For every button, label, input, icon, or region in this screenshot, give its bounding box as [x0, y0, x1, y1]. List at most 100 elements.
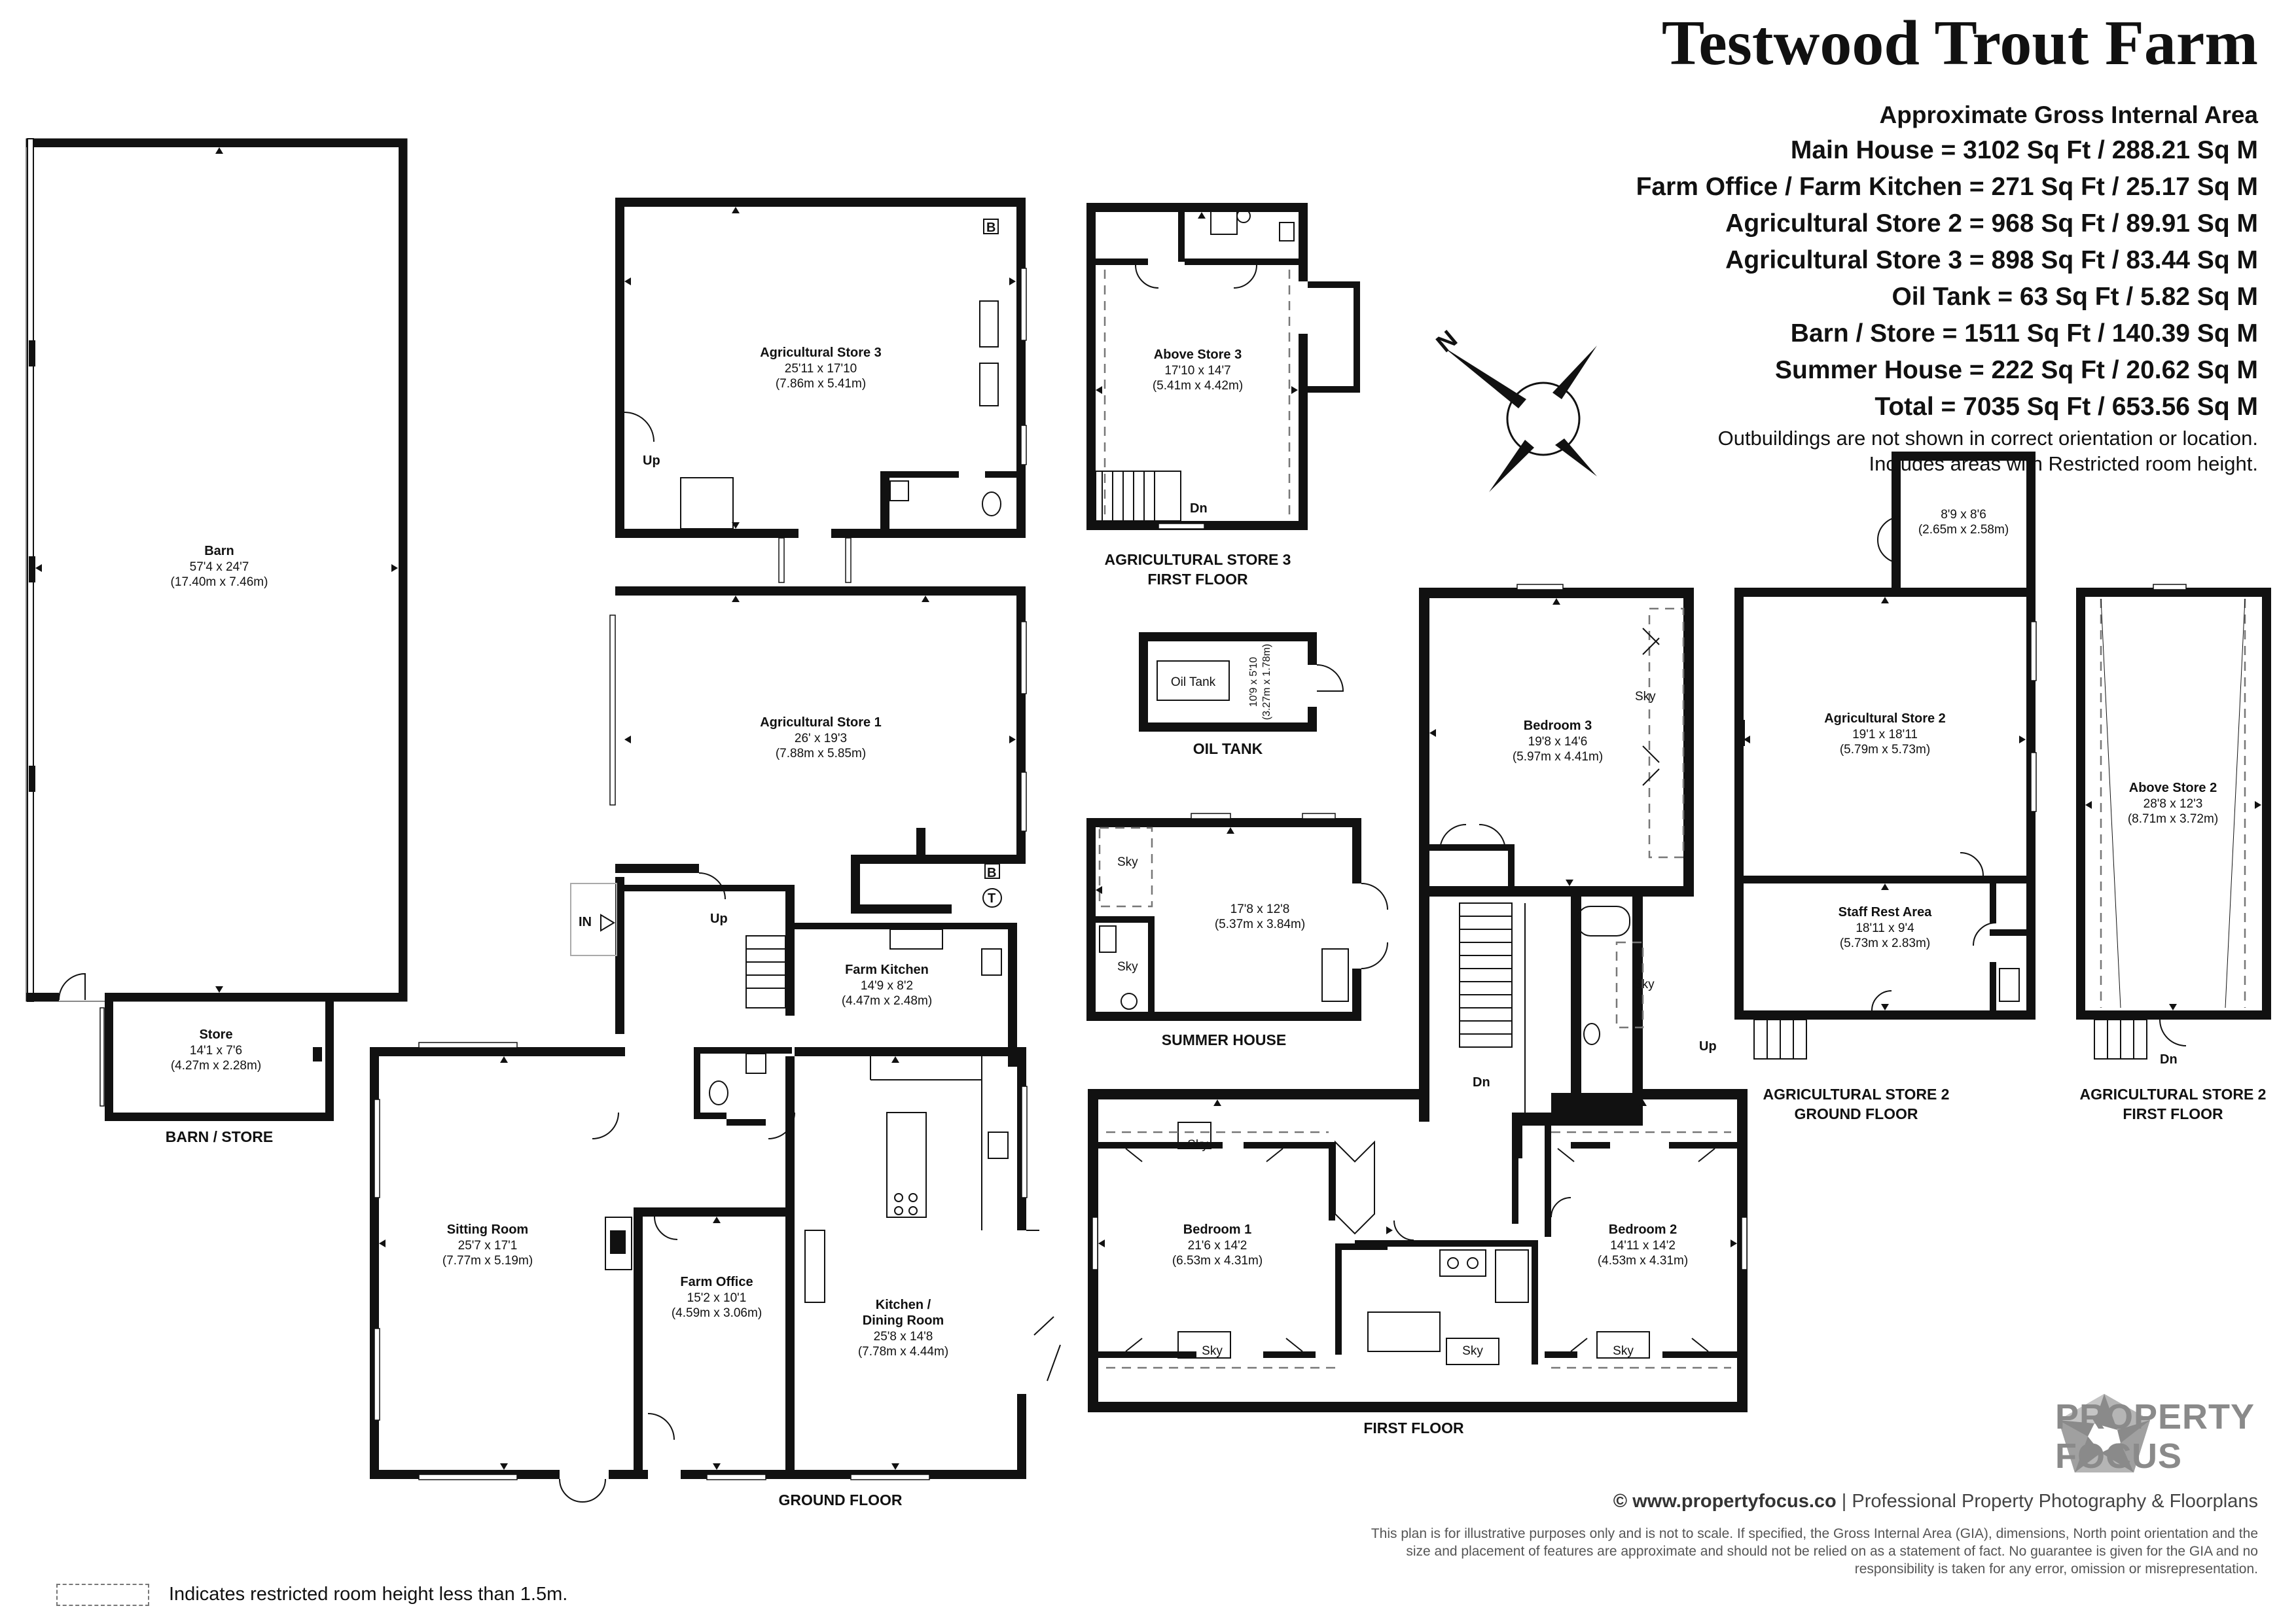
kitchen-dim-imperial: 25'8 x 14'8	[874, 1330, 933, 1344]
kitchen-name-line1: Kitchen /	[876, 1298, 931, 1312]
ag2-small-dim-metric: (2.65m x 2.58m)	[1918, 523, 2009, 537]
bed2-dim-metric: (4.53m x 4.31m)	[1598, 1254, 1688, 1268]
main-house-ground-floor: IN Up Farm Kitchen 14'9 x 8'2 (4.47m x 2…	[370, 872, 1061, 1508]
bed1-dim-imperial: 21'6 x 14'2	[1188, 1239, 1247, 1253]
brand-name: PROPERTY FOCUS	[2055, 1397, 2255, 1476]
ag2-up-marker: Up	[1699, 1039, 1717, 1054]
oil-tank-label: OIL TANK	[1193, 740, 1263, 757]
ag2-ground-label-1: AGRICULTURAL STORE 2	[1763, 1086, 1950, 1103]
staff-rest-dim-metric: (5.73m x 2.83m)	[1840, 936, 1930, 950]
above3-name: Above Store 3	[1154, 348, 1242, 362]
ag3-dim-metric: (7.86m x 5.41m)	[776, 377, 866, 391]
compass-icon: N	[1431, 325, 1597, 492]
entrance-in-marker: IN	[579, 915, 592, 929]
farm-office-name: Farm Office	[680, 1275, 753, 1289]
ag2-ground-label-2: GROUND FLOOR	[1794, 1105, 1918, 1122]
kitchen-name-line2: Dining Room	[863, 1313, 944, 1328]
barn-building: Barn 57'4 x 24'7 (17.40m x 7.46m) Store …	[26, 138, 408, 1145]
farm-office-dim-metric: (4.59m x 3.06m)	[672, 1306, 762, 1320]
bed3-skylight: Sky	[1635, 690, 1656, 704]
ag1-tank-marker: T	[988, 891, 996, 906]
staff-rest-name: Staff Rest Area	[1839, 905, 1933, 919]
bed1-skylight-bottom: Sky	[1202, 1344, 1223, 1358]
store-name: Store	[199, 1027, 232, 1042]
above3-dn-marker: Dn	[1190, 501, 1208, 516]
ag1-boiler-marker: B	[987, 866, 996, 880]
farm-kitchen-name: Farm Kitchen	[845, 963, 929, 977]
ag-store-2: 8'9 x 8'6 (2.65m x 2.58m) Up Agricultura…	[1699, 452, 2037, 1122]
above-store-3: Dn Above Store 3 17'10 x 14'7 (5.41m x 4…	[1086, 203, 1360, 588]
area-barn-store: Barn / Store = 1511 Sq Ft / 140.39 Sq M	[1790, 319, 2258, 348]
barn-name: Barn	[204, 544, 234, 558]
ag2-name: Agricultural Store 2	[1824, 711, 1946, 726]
note-restricted: Includes areas with Restricted room heig…	[1869, 452, 2258, 475]
property-focus-logo-icon	[2058, 1394, 2150, 1472]
store-dim-metric: (4.27m x 2.28m)	[171, 1059, 261, 1073]
barn-store-label: BARN / STORE	[166, 1128, 273, 1145]
area-heading: Approximate Gross Internal Area	[1879, 101, 2258, 128]
ag1-dim-imperial: 26' x 19'3	[795, 732, 847, 745]
area-summer-house: Summer House = 222 Sq Ft / 20.62 Sq M	[1774, 356, 2258, 384]
note-orientation: Outbuildings are not shown in correct or…	[1717, 427, 2258, 450]
oil-tank-name: Oil Tank	[1171, 675, 1216, 689]
ag2-first-label-1: AGRICULTURAL STORE 2	[2080, 1086, 2267, 1103]
ag-store-3: Up B Agricultural Store 3 25'11 x 17'10 …	[615, 198, 1027, 583]
area-ag-store-3: Agricultural Store 3 = 898 Sq Ft / 83.44…	[1725, 246, 2258, 274]
bed1-skylight-top: Sky	[1187, 1138, 1208, 1152]
ag2-dim-metric: (5.79m x 5.73m)	[1840, 743, 1930, 757]
website-tagline: | Professional Property Photography & Fl…	[1836, 1491, 2258, 1512]
bed3-dim-metric: (5.97m x 4.41m)	[1513, 750, 1603, 764]
bed3-name: Bedroom 3	[1524, 719, 1592, 733]
farm-kitchen-dim-imperial: 14'9 x 8'2	[861, 979, 913, 993]
farm-office-dim-imperial: 15'2 x 10'1	[687, 1291, 747, 1305]
area-schedule: Approximate Gross Internal Area Main Hou…	[1636, 98, 2258, 476]
ag3-boiler-marker: B	[986, 221, 996, 235]
above2-dim-metric: (8.71m x 3.72m)	[2128, 812, 2218, 826]
oil-tank-dim-imperial: 10'9 x 5'10	[1248, 657, 1259, 707]
compass-north-label: N	[1431, 325, 1463, 358]
area-main-house: Main House = 3102 Sq Ft / 288.21 Sq M	[1790, 136, 2258, 164]
legend-dashed-box	[56, 1584, 149, 1606]
above3-dim-metric: (5.41m x 4.42m)	[1153, 379, 1243, 393]
sitting-room-dim-imperial: 25'7 x 17'1	[458, 1239, 518, 1253]
brand-line1: PROPERTY	[2055, 1397, 2255, 1436]
bed1-name: Bedroom 1	[1183, 1222, 1251, 1237]
above3-dim-imperial: 17'10 x 14'7	[1164, 364, 1230, 378]
area-oil-tank: Oil Tank = 63 Sq Ft / 5.82 Sq M	[1892, 283, 2258, 311]
ag3-name: Agricultural Store 3	[760, 346, 882, 360]
barn-dim-imperial: 57'4 x 24'7	[190, 560, 249, 574]
ag2-small-dim-imperial: 8'9 x 8'6	[1941, 508, 1986, 522]
area-farm-office: Farm Office / Farm Kitchen = 271 Sq Ft /…	[1636, 173, 2258, 201]
ag2-first-label-2: FIRST FLOOR	[2123, 1105, 2223, 1122]
website-link[interactable]: © www.propertyfocus.co	[1613, 1491, 1837, 1512]
ag-store-1: B T Agricultural Store 1 26' x 19'3 (7.8…	[609, 586, 1027, 914]
ground-up-marker: Up	[710, 912, 728, 926]
summer-skylight-1: Sky	[1117, 855, 1138, 869]
bed3-dim-imperial: 19'8 x 14'6	[1528, 735, 1588, 749]
ag1-name: Agricultural Store 1	[760, 715, 882, 730]
ag3-first-floor-label-1: AGRICULTURAL STORE 3	[1105, 551, 1291, 568]
staff-rest-dim-imperial: 18'11 x 9'4	[1856, 921, 1914, 935]
sitting-room-name: Sitting Room	[447, 1222, 528, 1237]
summer-skylight-2: Sky	[1117, 960, 1138, 974]
area-total: Total = 7035 Sq Ft / 653.56 Sq M	[1874, 393, 2258, 421]
bath-skylight: Sky	[1634, 978, 1655, 991]
legend-text: Indicates restricted room height less th…	[169, 1584, 568, 1605]
first-floor-label: FIRST FLOOR	[1363, 1419, 1464, 1436]
oil-tank-building: Oil Tank 10'9 x 5'10 (3.27m x 1.78m) OIL…	[1139, 632, 1344, 757]
summer-house-label: SUMMER HOUSE	[1162, 1031, 1286, 1048]
summer-house: Sky Sky 17'8 x 12'8 (5.37m x 3.84m) SUMM…	[1086, 813, 1388, 1048]
bed2-dim-imperial: 14'11 x 14'2	[1610, 1239, 1676, 1253]
farm-kitchen-dim-metric: (4.47m x 2.48m)	[842, 994, 932, 1008]
oil-tank-dim-metric: (3.27m x 1.78m)	[1261, 644, 1272, 720]
ag3-up-marker: Up	[643, 454, 660, 468]
above-store-2: Dn Above Store 2 28'8 x 12'3 (8.71m x 3.…	[2076, 584, 2271, 1122]
kitchen-dim-metric: (7.78m x 4.44m)	[858, 1345, 948, 1359]
brand-line2: FOCUS	[2055, 1436, 2182, 1476]
page-title: Testwood Trout Farm	[1661, 8, 2258, 79]
summer-dim-imperial: 17'8 x 12'8	[1230, 902, 1290, 916]
sitting-room-dim-metric: (7.77m x 5.19m)	[442, 1254, 533, 1268]
barn-dim-metric: (17.40m x 7.46m)	[171, 575, 268, 589]
ag1-dim-metric: (7.88m x 5.85m)	[776, 747, 866, 760]
